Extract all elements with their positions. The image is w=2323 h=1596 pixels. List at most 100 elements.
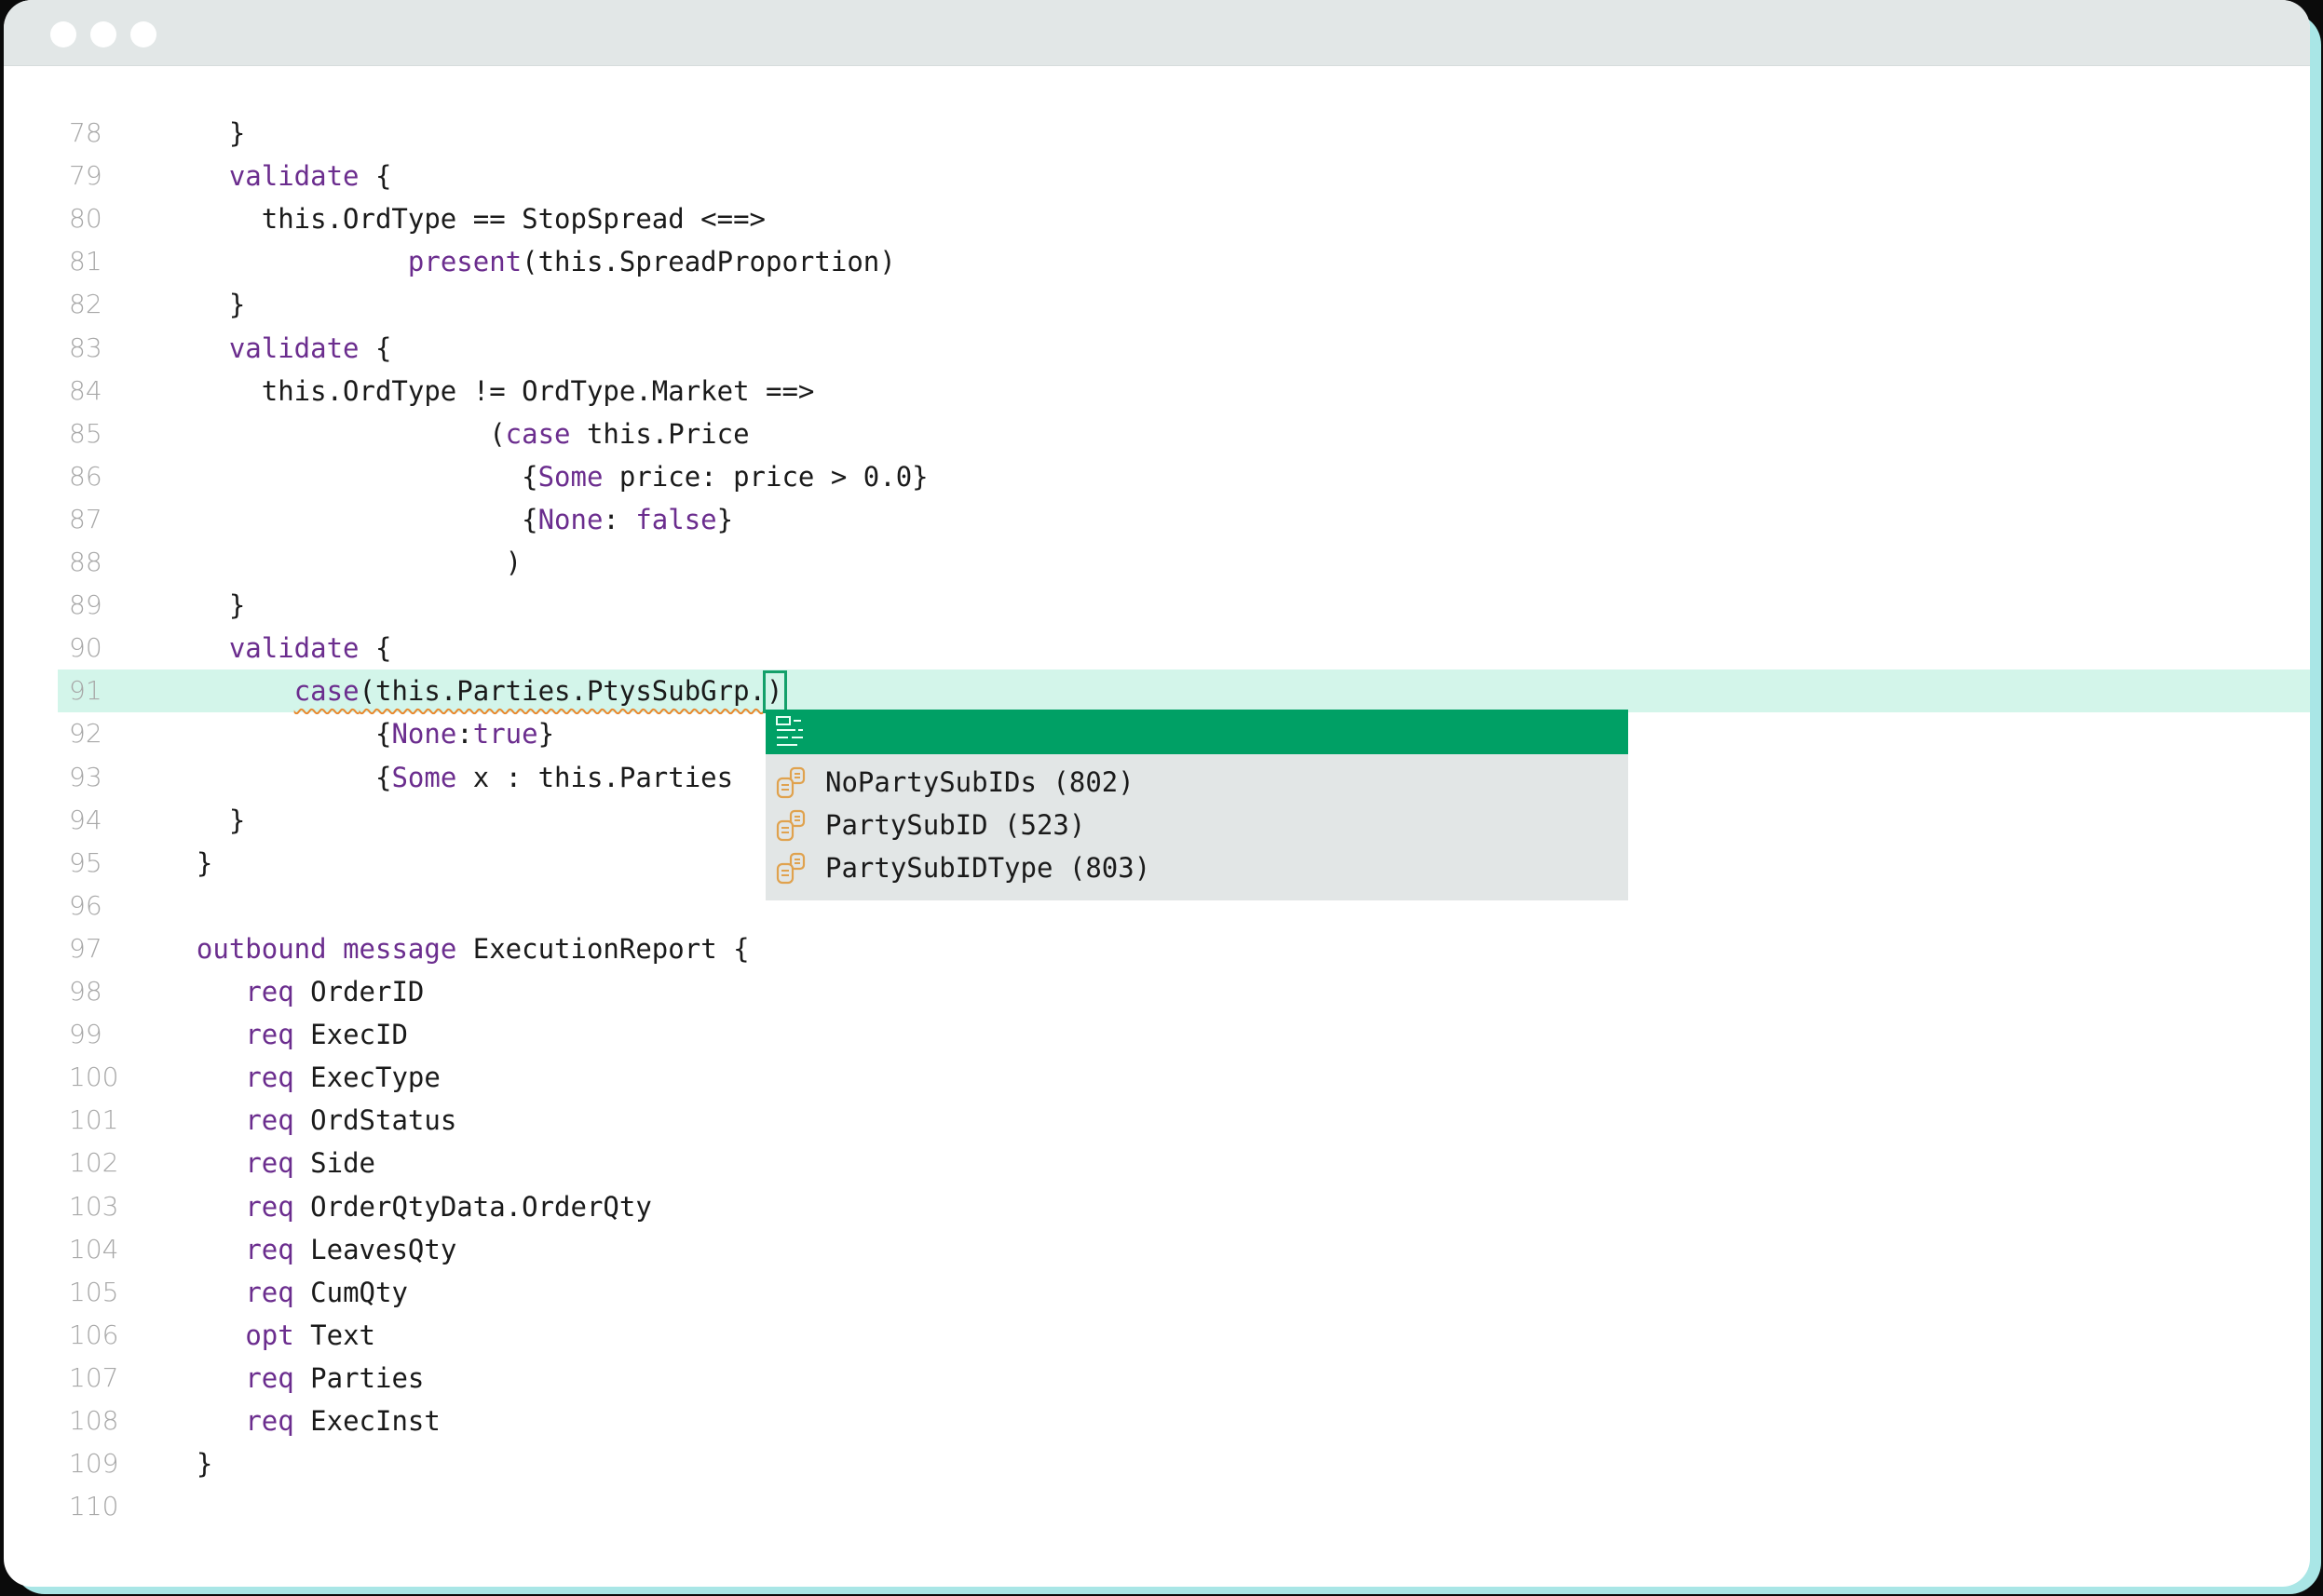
code-line[interactable]: 105 req CumQty: [58, 1271, 2310, 1314]
code-token: [164, 1405, 245, 1437]
code-line[interactable]: 96: [58, 885, 2310, 927]
code-token: [164, 1191, 245, 1223]
keyword-token: req: [245, 1361, 294, 1394]
code-line[interactable]: 92 {None:true}: [58, 712, 2310, 755]
keyword-token: validate: [228, 331, 360, 364]
code-token: }: [716, 503, 734, 535]
autocomplete-item-label: PartySubID (523): [825, 809, 1086, 841]
code-line[interactable]: 89 }: [58, 584, 2310, 627]
code-line[interactable]: 83 validate {: [58, 327, 2310, 370]
code-line[interactable]: 99 req ExecID: [58, 1013, 2310, 1056]
code-line[interactable]: 86 {Some price: price > 0.0}: [58, 455, 2310, 498]
code-text: ): [164, 541, 522, 584]
code-token: [164, 933, 197, 965]
code-line[interactable]: 106 opt Text: [58, 1314, 2310, 1357]
code-text: case(this.Parties.PtysSubGrp.): [164, 670, 787, 714]
code-text: }: [164, 842, 212, 885]
keyword-token: case: [293, 675, 360, 708]
code-line[interactable]: 104 req LeavesQty: [58, 1228, 2310, 1271]
line-number: 98: [69, 976, 102, 1007]
code-token: price: price > 0.0}: [603, 460, 929, 493]
maximize-window-button[interactable]: [130, 21, 156, 47]
line-number: 90: [69, 632, 102, 664]
code-token: {: [164, 503, 538, 535]
editor-window: 78 }79 validate {80 this.OrdType == Stop…: [4, 0, 2310, 1587]
code-token: [164, 1277, 245, 1308]
code-text: req OrdStatus: [164, 1099, 456, 1142]
code-line[interactable]: 100 req ExecType: [58, 1056, 2310, 1099]
minimize-window-button[interactable]: [90, 21, 116, 47]
keyword-token: None: [537, 503, 604, 535]
line-number: 100: [69, 1062, 119, 1093]
code-line[interactable]: 95 }: [58, 842, 2310, 885]
code-line[interactable]: 102 req Side: [58, 1142, 2310, 1184]
code-token: [164, 246, 408, 277]
code-text: req OrderQtyData.OrderQty: [164, 1185, 652, 1228]
code-token: (this.SpreadProportion): [522, 246, 896, 278]
line-number: 86: [69, 460, 102, 492]
code-line[interactable]: 82 }: [58, 283, 2310, 326]
code-text: validate {: [164, 627, 392, 670]
autocomplete-item-label: NoPartySubIDs (802): [825, 766, 1134, 798]
code-token: OrderID: [293, 976, 425, 1008]
code-text: }: [164, 584, 245, 627]
code-line[interactable]: 107 req Parties: [58, 1357, 2310, 1400]
keyword-token: req: [245, 1276, 294, 1308]
text-cursor: ): [763, 670, 787, 714]
line-number: 95: [69, 846, 102, 878]
current-code-line[interactable]: 91 case(this.Parties.PtysSubGrp.): [58, 670, 2310, 714]
keyword-token: true: [472, 718, 538, 751]
code-token: }: [164, 804, 246, 836]
code-line[interactable]: 110: [58, 1485, 2310, 1528]
field-group-icon: [776, 809, 806, 842]
code-text: }: [164, 112, 245, 155]
field-group-icon: [776, 852, 806, 885]
code-line[interactable]: 93 {Some x : this.Parties: [58, 756, 2310, 799]
code-token: CumQty: [293, 1276, 408, 1308]
code-token: OrderQtyData.OrderQty: [293, 1190, 652, 1223]
close-window-button[interactable]: [50, 21, 76, 47]
code-line[interactable]: 87 {None: false}: [58, 498, 2310, 541]
code-line[interactable]: 98 req OrderID: [58, 970, 2310, 1013]
code-line[interactable]: 80 this.OrdType == StopSpread <==>: [58, 197, 2310, 240]
code-token: this.OrdType != OrdType.Market ==>: [164, 374, 815, 407]
code-line[interactable]: 78 }: [58, 112, 2310, 155]
keyword-token: req: [245, 1104, 294, 1137]
code-line[interactable]: 97 outbound message ExecutionReport {: [58, 927, 2310, 970]
line-number: 106: [69, 1319, 119, 1350]
keyword-token: None: [391, 718, 457, 751]
code-text: req ExecInst: [164, 1400, 441, 1442]
code-token: }: [164, 289, 246, 321]
code-line[interactable]: 90 validate {: [58, 627, 2310, 670]
code-line[interactable]: 94 }: [58, 799, 2310, 842]
line-number: 96: [69, 889, 102, 921]
line-number: 110: [69, 1491, 119, 1522]
keyword-token: req: [245, 1062, 294, 1094]
line-number: 94: [69, 804, 102, 835]
code-token: {: [359, 160, 392, 193]
code-line[interactable]: 79 validate {: [58, 155, 2310, 197]
code-text: {None: false}: [164, 498, 733, 541]
code-line[interactable]: 109 }: [58, 1442, 2310, 1485]
code-editor[interactable]: 78 }79 validate {80 this.OrdType == Stop…: [4, 65, 2310, 1587]
autocomplete-item[interactable]: NoPartySubIDs (802): [766, 761, 1628, 804]
line-number: 103: [69, 1190, 119, 1222]
code-text: {Some x : this.Parties: [164, 756, 733, 799]
code-text: }: [164, 799, 245, 842]
code-line[interactable]: 101 req OrdStatus: [58, 1099, 2310, 1142]
keyword-token: Some: [391, 761, 457, 793]
autocomplete-item[interactable]: PartySubIDType (803): [766, 846, 1628, 889]
code-line[interactable]: 81 present(this.SpreadProportion): [58, 240, 2310, 283]
code-token: (this.Parties.PtysSubGrp.: [359, 675, 767, 708]
keyword-token: req: [245, 976, 294, 1008]
code-line[interactable]: 103 req OrderQtyData.OrderQty: [58, 1185, 2310, 1228]
autocomplete-item[interactable]: PartySubID (523): [766, 804, 1628, 846]
code-token: LeavesQty: [293, 1233, 457, 1265]
keyword-token: req: [245, 1147, 294, 1180]
code-text: req LeavesQty: [164, 1228, 456, 1271]
code-line[interactable]: 85 (case this.Price: [58, 413, 2310, 455]
line-number: 92: [69, 718, 102, 750]
code-line[interactable]: 88 ): [58, 541, 2310, 584]
code-line[interactable]: 108 req ExecInst: [58, 1400, 2310, 1442]
code-line[interactable]: 84 this.OrdType != OrdType.Market ==>: [58, 370, 2310, 413]
